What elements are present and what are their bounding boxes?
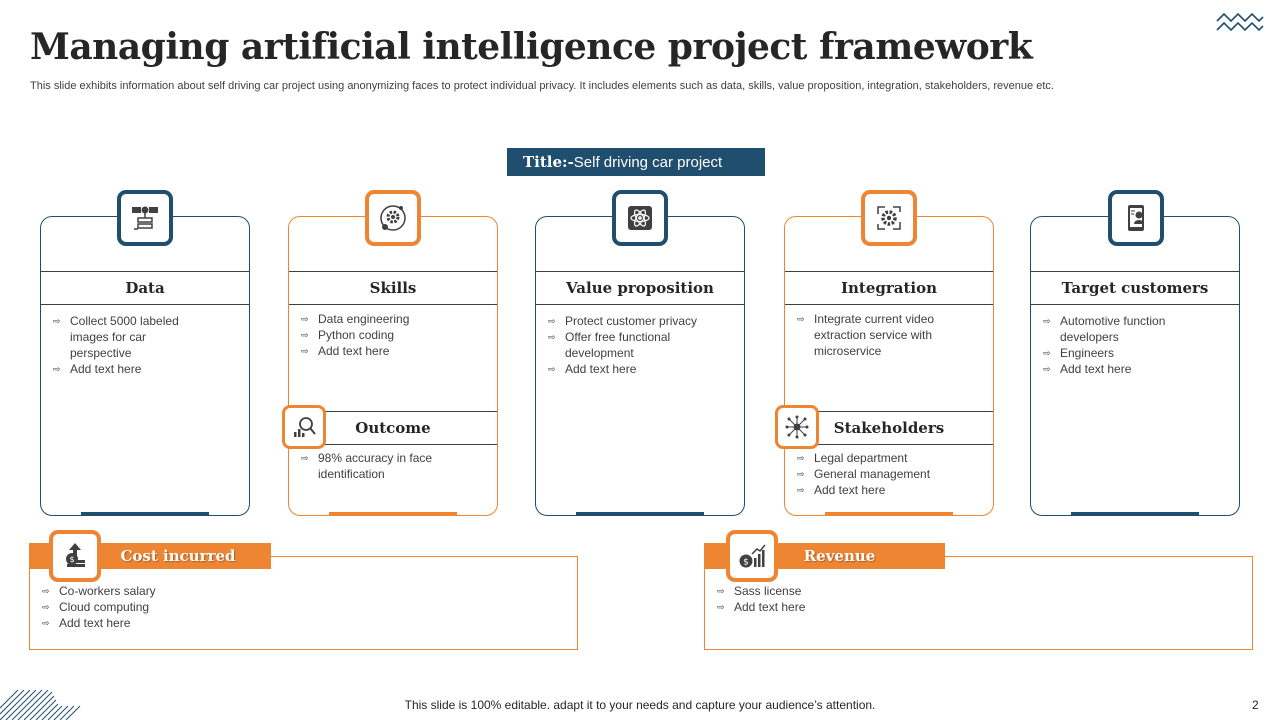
list-item: Offer free functional development [548, 329, 718, 361]
network-hub-icon [775, 405, 819, 449]
money-chart-icon: $ [726, 530, 778, 582]
card-heading: Skills [289, 271, 497, 305]
corner-lines-decoration-icon [0, 690, 81, 720]
revenue-panel: Sass license Add text here [704, 556, 1253, 650]
svg-text:$: $ [69, 555, 74, 564]
card-accent-bar [576, 512, 704, 516]
list-item: Data engineering [301, 311, 481, 327]
card-list: Data engineering Python coding Add text … [301, 311, 481, 359]
card-accent-bar [81, 512, 209, 516]
card-list: Collect 5000 labeled images for car pers… [53, 313, 203, 377]
list-item: Add text here [548, 361, 718, 377]
list-item: Python coding [301, 327, 481, 343]
list-item: Protect customer privacy [548, 313, 718, 329]
list-item: Add text here [797, 482, 977, 498]
card-data: Data Collect 5000 labeled images for car… [40, 216, 250, 516]
card-heading: Data [41, 271, 249, 305]
card-accent-bar [825, 512, 953, 516]
list-item: General management [797, 466, 977, 482]
magnifier-chart-icon [282, 405, 326, 449]
mobile-user-icon [1108, 190, 1164, 246]
card-sublist: 98% accuracy in face identification [301, 450, 451, 482]
list-item: Add text here [53, 361, 203, 377]
server-network-icon [117, 190, 173, 246]
list-item: Add text here [301, 343, 481, 359]
card-skills: Skills Data engineering Python coding Ad… [288, 216, 498, 516]
list-item: Integrate current video extraction servi… [797, 311, 957, 359]
card-heading: Value proposition [536, 271, 744, 305]
page-title: Managing artificial intelligence project… [30, 26, 1033, 68]
card-sublist: Legal department General management Add … [797, 450, 977, 498]
list-item: Add text here [1043, 361, 1213, 377]
list-item: Add text here [717, 599, 1017, 615]
project-title-value: Self driving car project [573, 154, 723, 171]
card-list: Integrate current video extraction servi… [797, 311, 957, 359]
gear-cycle-icon [365, 190, 421, 246]
card-list: Protect customer privacy Offer free func… [548, 313, 718, 377]
card-subheading: Outcome [289, 411, 497, 445]
footer-text: This slide is 100% editable. adapt it to… [404, 698, 876, 712]
card-subheading: Stakeholders [785, 411, 993, 445]
svg-text:$: $ [743, 558, 749, 568]
card-integration: Integration Integrate current video extr… [784, 216, 994, 516]
card-accent-bar [1071, 512, 1199, 516]
atom-icon [612, 190, 668, 246]
list-item: Cloud computing [42, 599, 342, 615]
page-subtitle: This slide exhibits information about se… [30, 80, 1054, 92]
list-item: Legal department [797, 450, 977, 466]
card-heading: Integration [785, 271, 993, 305]
list-item: Automotive function developers [1043, 313, 1213, 345]
card-value-proposition: Value proposition Protect customer priva… [535, 216, 745, 516]
revenue-list: Sass license Add text here [717, 583, 1017, 615]
card-target-customers: Target customers Automotive function dev… [1030, 216, 1240, 516]
list-item: Co-workers salary [42, 583, 342, 599]
list-item: Collect 5000 labeled images for car pers… [53, 313, 203, 361]
list-item: Add text here [42, 615, 342, 631]
money-growth-icon: $ [49, 530, 101, 582]
list-item: Engineers [1043, 345, 1213, 361]
gear-arrows-icon [861, 190, 917, 246]
cost-list: Co-workers salary Cloud computing Add te… [42, 583, 342, 631]
cost-incurred-panel: Co-workers salary Cloud computing Add te… [29, 556, 578, 650]
page-number: 2 [1252, 698, 1259, 712]
card-heading: Target customers [1031, 271, 1239, 305]
card-list: Automotive function developers Engineers… [1043, 313, 1213, 377]
list-item: 98% accuracy in face identification [301, 450, 451, 482]
list-item: Sass license [717, 583, 1017, 599]
zigzag-decoration-icon [1216, 12, 1264, 32]
project-title-banner: Title:-Self driving car project [507, 148, 765, 176]
project-title-label: Title:- [523, 153, 574, 171]
card-accent-bar [329, 512, 457, 516]
footer-note: This slide is 100% editable. adapt it to… [0, 698, 1280, 712]
